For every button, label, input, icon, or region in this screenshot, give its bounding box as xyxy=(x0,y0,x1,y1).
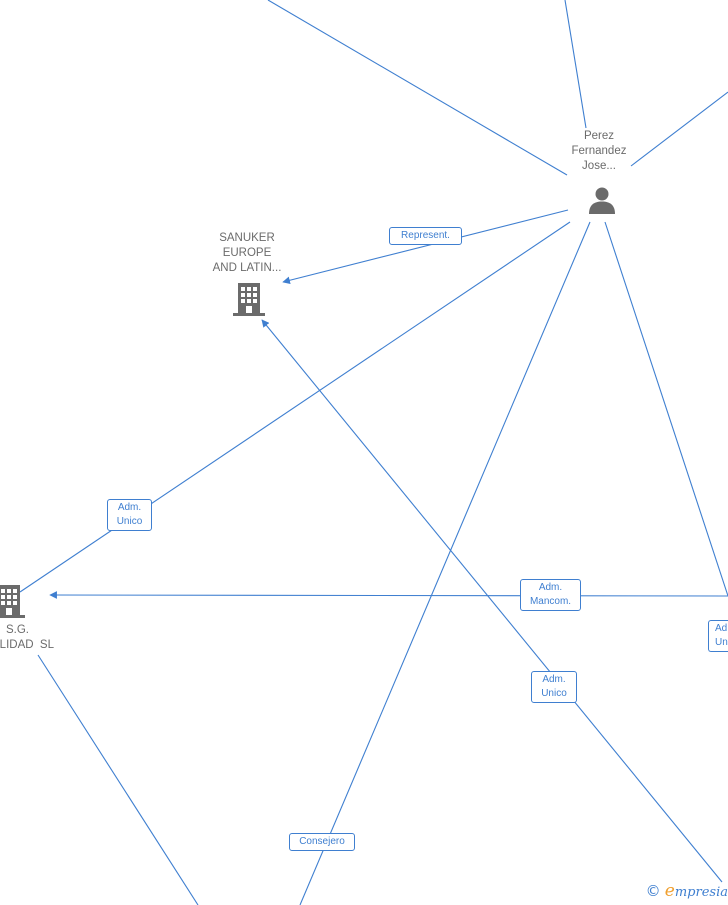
sg-node-label[interactable]: S.G. LIDAD SL xyxy=(0,623,54,653)
edge-label-consejero[interactable]: Consejero xyxy=(289,833,355,851)
edge-adm-right xyxy=(604,221,728,597)
building-icon[interactable] xyxy=(0,583,26,619)
edge-represent xyxy=(282,209,569,285)
copyright-icon: © xyxy=(645,882,661,900)
building-icon[interactable] xyxy=(232,281,266,317)
sanuker-name-line-3: AND LATIN... xyxy=(212,262,282,274)
person-node-label[interactable]: Perez Fernandez Jose... xyxy=(560,129,638,174)
brand-name: mpresia xyxy=(674,885,728,900)
edge-label-adm-unico-center[interactable]: Adm. Unico xyxy=(531,671,577,703)
person-name-line-2: Fernandez xyxy=(571,145,627,157)
person-name-line-3: Jose... xyxy=(582,160,616,172)
edge-adm-mancom xyxy=(49,591,728,599)
edge-top-left xyxy=(267,0,568,176)
person-icon[interactable] xyxy=(587,185,617,215)
edge-label-adm-right[interactable]: Ad Un xyxy=(708,620,728,652)
person-name-line-1: Perez xyxy=(583,130,615,142)
edge-top-right xyxy=(630,91,728,167)
sanuker-name-line-2: EUROPE xyxy=(222,247,272,259)
edge-top xyxy=(564,0,587,129)
edge-adm-unico-center xyxy=(261,319,723,883)
sg-name-line-1: S.G. xyxy=(5,624,29,636)
sg-name-line-2: LIDAD SL xyxy=(0,639,54,651)
empresia-watermark: © empresia xyxy=(646,881,728,901)
edge-consejero xyxy=(299,221,591,905)
edge-sg-down xyxy=(37,654,199,905)
brand-initial: e xyxy=(664,881,675,901)
edge-label-adm-unico-left[interactable]: Adm. Unico xyxy=(107,499,152,531)
sanuker-node-label[interactable]: SANUKER EUROPE AND LATIN... xyxy=(205,231,289,276)
edge-label-represent[interactable]: Represent. xyxy=(389,227,462,245)
sanuker-name-line-1: SANUKER xyxy=(219,232,275,244)
edge-adm-unico-left xyxy=(19,221,571,593)
edge-label-adm-mancom[interactable]: Adm. Mancom. xyxy=(520,579,581,611)
